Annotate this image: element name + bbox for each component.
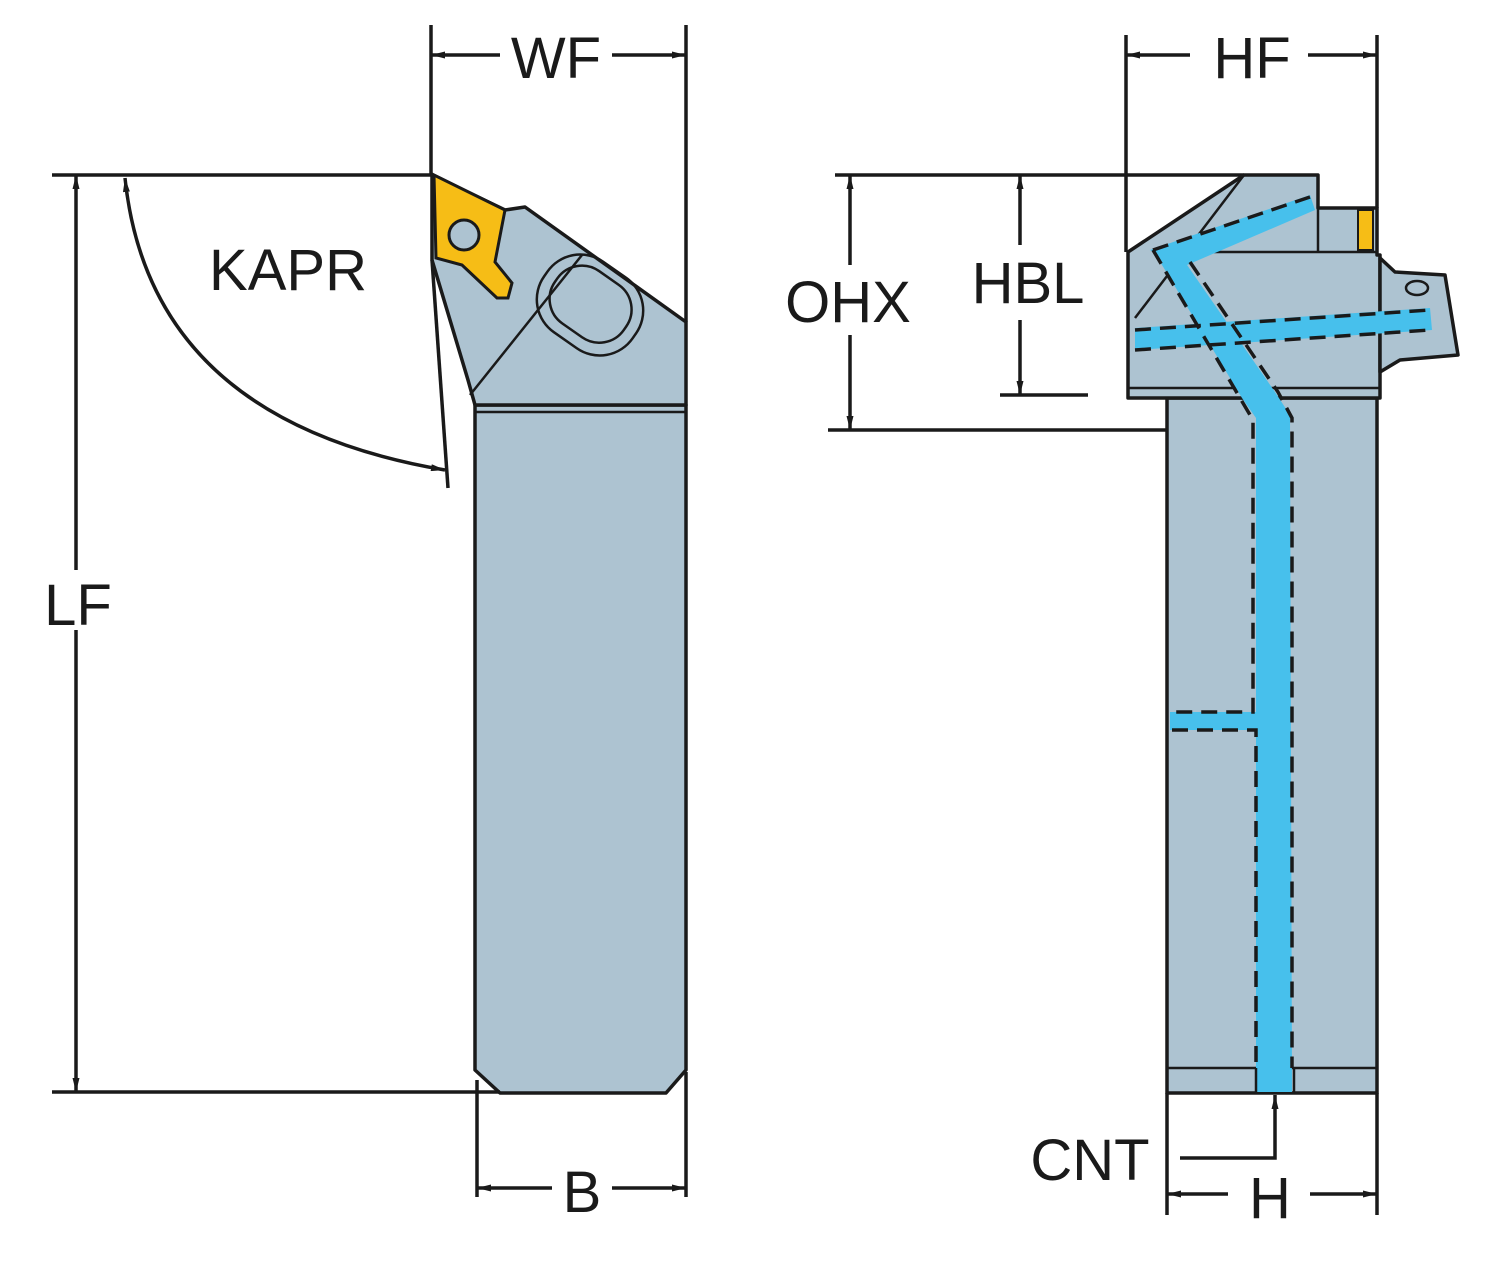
hf-label: HF <box>1213 26 1290 91</box>
lf-label: LF <box>44 573 112 638</box>
top-view: WF LF KAPR B <box>44 25 688 1225</box>
cnt-label: CNT <box>1030 1128 1149 1193</box>
ohx-label: OHX <box>785 270 911 335</box>
hbl-label: HBL <box>972 251 1085 316</box>
h-label: H <box>1249 1166 1291 1231</box>
clamp-seam <box>469 254 583 396</box>
kapr-label: KAPR <box>209 238 367 303</box>
side-insert <box>1357 209 1374 251</box>
side-view: HF OHX HBL CNT H <box>785 26 1460 1231</box>
coolant-channels <box>1134 195 1432 1093</box>
wf-label: WF <box>511 26 601 91</box>
clamp-oval <box>535 253 645 357</box>
b-label: B <box>563 1160 602 1225</box>
insert-hole <box>447 218 481 252</box>
shank-body <box>473 403 688 1095</box>
